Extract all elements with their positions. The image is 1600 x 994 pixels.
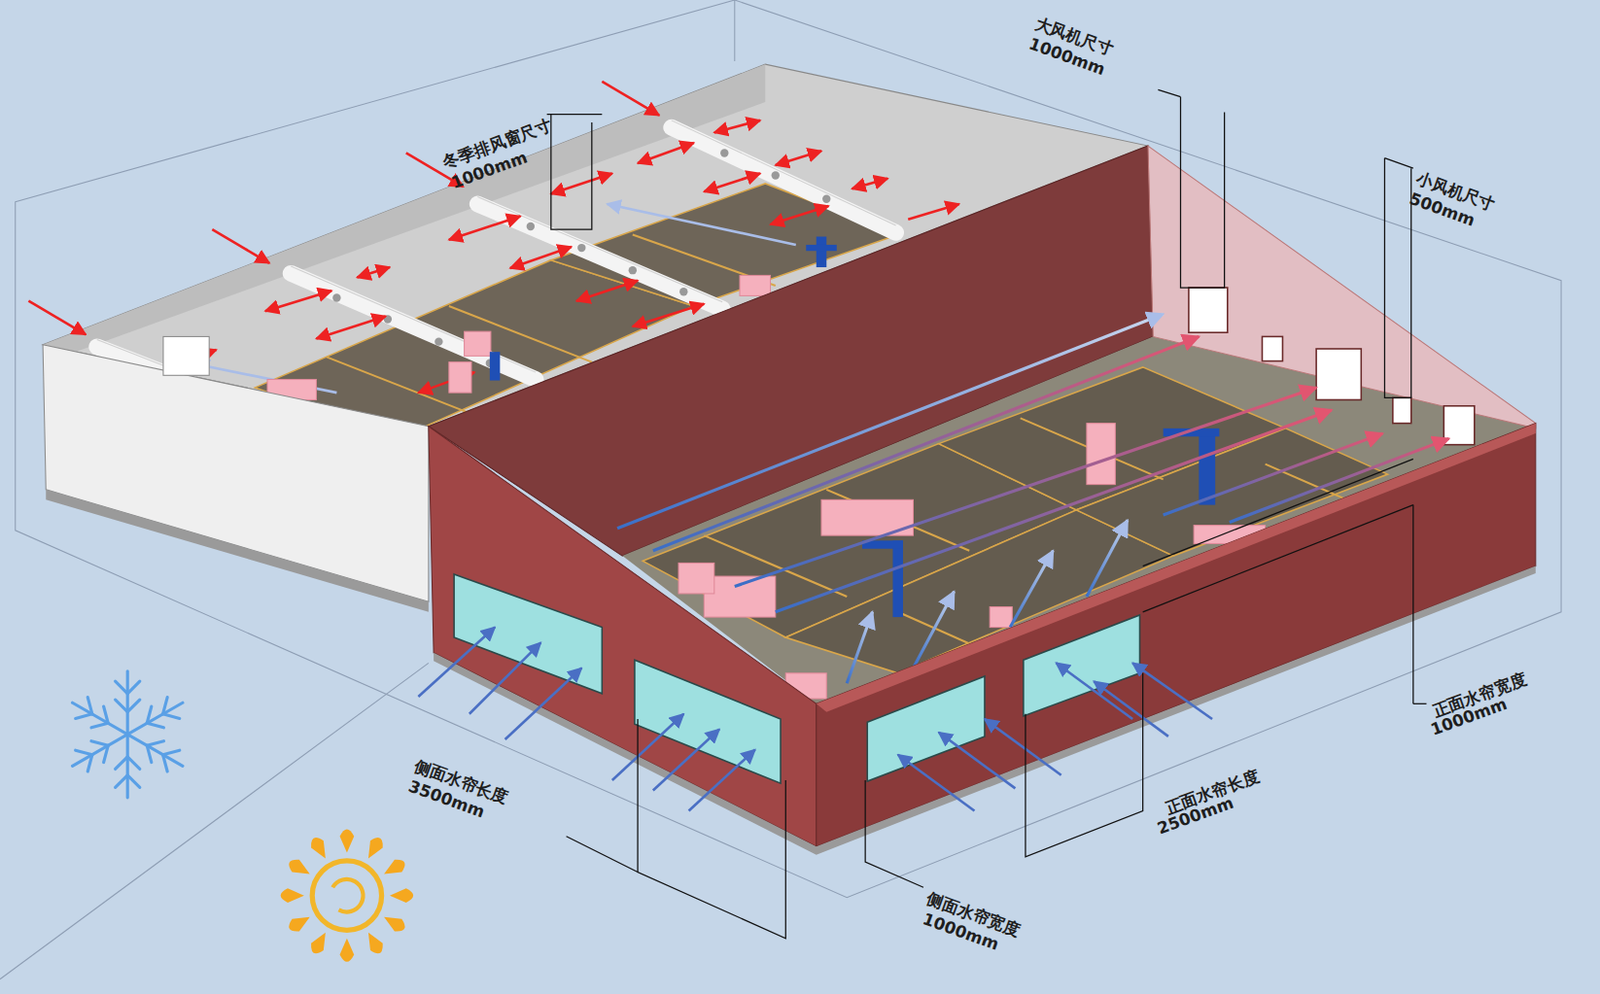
stage: 冬季排风窗尺寸1000mm大风机尺寸1000mm小风机尺寸500mm正面水帘宽度…: [0, 0, 1600, 994]
barn-illustration: [0, 0, 1600, 994]
